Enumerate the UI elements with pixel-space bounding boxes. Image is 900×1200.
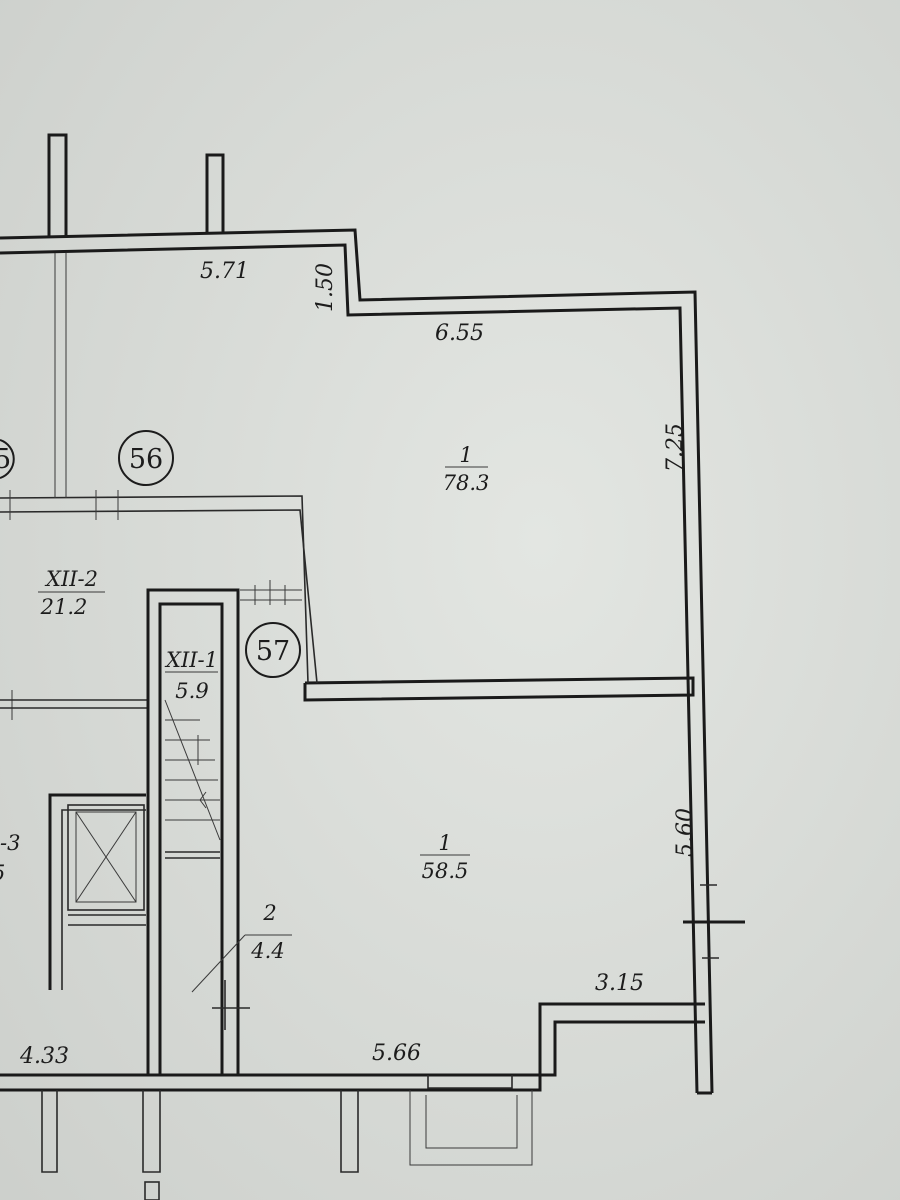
stair-number: XII-1 [164,648,218,672]
closet-area: 4.4 [250,939,284,963]
zone-left-partial-label: 5 [0,444,11,475]
upper-room-area: 78.3 [443,471,490,495]
dim-bottom-left: 4.33 [19,1044,69,1069]
zone-57-circle [245,622,301,678]
exterior-walls [0,133,714,1200]
left-partial-area: 5 [0,861,5,885]
dim-step-height: 1.50 [313,263,338,312]
stair-area: 5.9 [175,679,208,703]
zone-57-label: 57 [256,636,290,667]
dim-bottom-middle: 5.66 [372,1041,421,1066]
lower-room-number: 1 [438,831,451,855]
dim-right-lower: 5.60 [673,808,698,857]
dim-top-right-wall: 6.55 [435,321,484,346]
interior-walls [0,253,745,1077]
zone-labels: 56 57 [129,444,290,667]
closet-number: 2 [262,901,276,925]
upper-room-number: 1 [459,443,472,467]
zone-56-circle [118,430,174,486]
left-partial-number: -3 [0,831,20,855]
room-labels: 1 78.3 1 58.5 XII-2 21.2 XII-1 5.9 2 4.4… [0,443,489,963]
lower-room-area: 58.5 [422,859,469,883]
zone-56-label: 56 [129,444,163,475]
dim-bottom-right: 3.15 [595,971,644,996]
corridor-area: 21.2 [40,595,88,619]
dimension-labels: 5.71 1.50 6.55 7.25 5.60 3.15 5.66 4.33 [19,259,698,1069]
dim-top-left-wall: 5.71 [200,259,249,284]
corridor-number: XII-2 [44,567,98,591]
dim-right-upper: 7.25 [663,423,688,472]
